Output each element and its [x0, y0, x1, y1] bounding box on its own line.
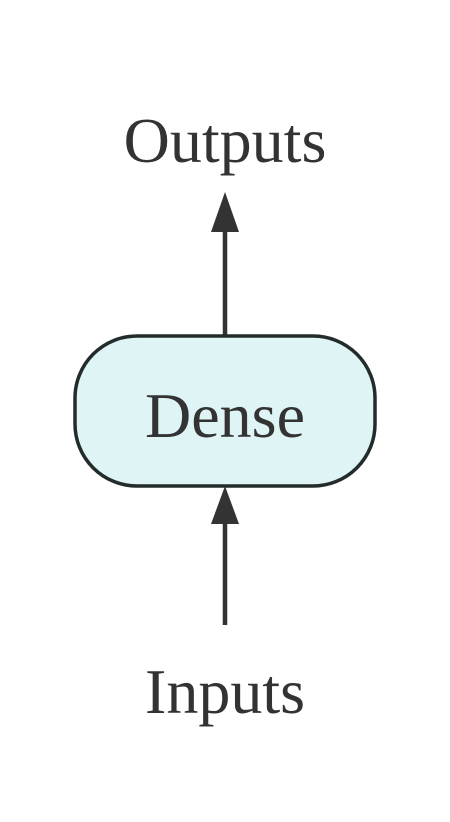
- arrow-dense-to-outputs: [211, 192, 239, 335]
- inputs-label: Inputs: [145, 656, 305, 727]
- outputs-label: Outputs: [124, 105, 327, 176]
- arrow-inputs-to-dense: [211, 486, 239, 625]
- dense-label: Dense: [145, 380, 305, 451]
- arrow-head-icon: [211, 486, 239, 524]
- arrow-head-icon: [211, 192, 239, 232]
- dense-node: Dense: [73, 334, 377, 488]
